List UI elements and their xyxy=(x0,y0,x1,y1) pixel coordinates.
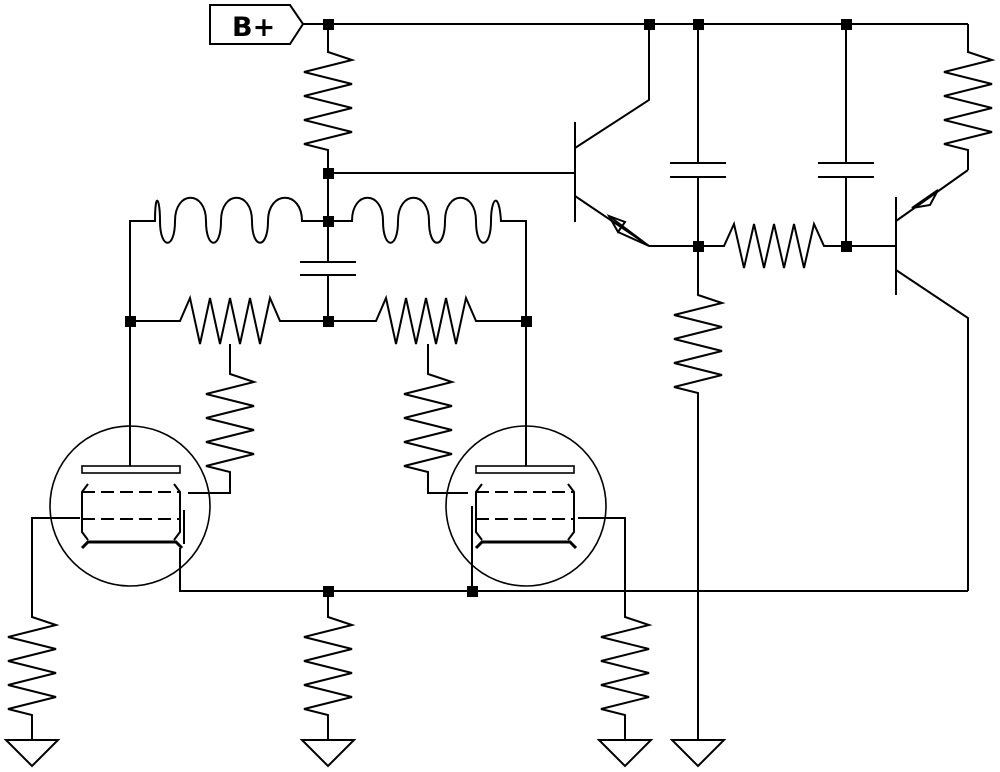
inductor-right xyxy=(328,196,527,321)
supply-label: B+ xyxy=(232,12,275,43)
ground-symbol-4 xyxy=(669,739,727,768)
node-centre-bottom xyxy=(323,316,334,327)
ground-symbol-3 xyxy=(596,739,654,768)
vacuum-tube-left xyxy=(49,425,211,587)
resistor-left-horizontal xyxy=(130,294,328,345)
node-bias xyxy=(323,168,334,179)
node-q1-emitter xyxy=(693,241,704,252)
node-centre-tap xyxy=(323,216,334,227)
resistor-series xyxy=(698,220,846,269)
inductor-left xyxy=(129,196,328,321)
resistor-left-ground xyxy=(7,517,80,740)
resistor-supply xyxy=(303,24,356,173)
ground-symbol-1 xyxy=(3,739,61,768)
node-supply-4 xyxy=(841,19,852,30)
resistor-right-supply xyxy=(943,24,996,170)
resistor-right-grid xyxy=(403,344,468,494)
capacitor-centre xyxy=(300,221,356,321)
vacuum-tube-right xyxy=(445,425,607,587)
node-q2-base xyxy=(841,241,852,252)
transistor-q1 xyxy=(574,24,650,247)
junction-nodes xyxy=(125,19,852,597)
transistor-q2 xyxy=(895,169,969,591)
resistor-right-ground xyxy=(578,517,653,740)
node-cathode-right xyxy=(467,586,478,597)
resistor-right-horizontal xyxy=(328,294,526,345)
node-supply-2 xyxy=(644,19,655,30)
resistor-cathode xyxy=(303,591,356,740)
node-cathode-centre xyxy=(323,586,334,597)
ground-symbol-2 xyxy=(299,739,357,768)
node-supply-3 xyxy=(693,19,704,30)
supply-label-flag: B+ xyxy=(209,4,305,45)
wire-left-cathode-down xyxy=(179,548,968,592)
capacitor-q1 xyxy=(670,24,726,246)
node-right-plate xyxy=(521,316,532,327)
capacitor-q2 xyxy=(818,24,874,246)
node-supply-1 xyxy=(323,19,334,30)
resistor-left-grid xyxy=(188,344,258,494)
resistor-emitter xyxy=(673,246,726,740)
node-left-plate xyxy=(125,316,136,327)
